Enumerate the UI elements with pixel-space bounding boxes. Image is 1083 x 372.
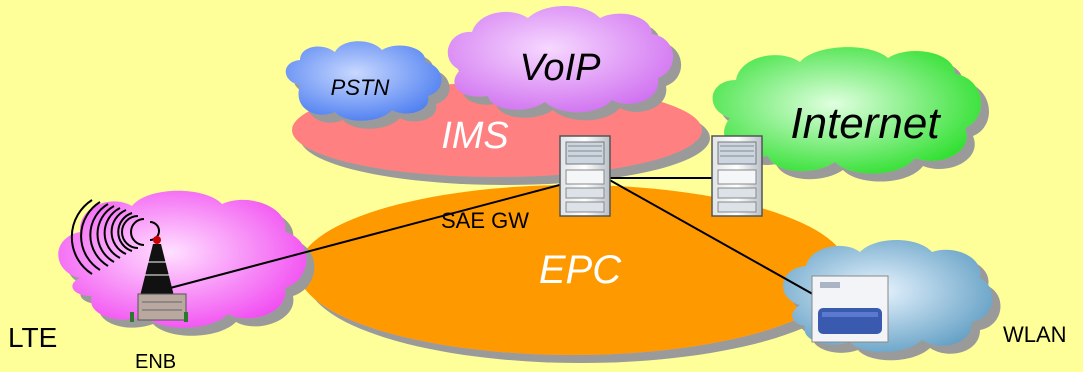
pstn-cloud: PSTN xyxy=(285,41,442,121)
internet-cloud: Internet xyxy=(712,47,982,174)
sae-gw-label: SAE GW xyxy=(441,208,529,233)
pstn-label: PSTN xyxy=(331,75,390,100)
sae-gw-server-icon xyxy=(559,135,611,217)
internet-gateway-server-icon xyxy=(711,135,763,217)
link-sae-gw-wlan-ap xyxy=(605,177,819,298)
internet-label: Internet xyxy=(790,99,941,148)
link-sae-gw-enb xyxy=(154,177,587,293)
epc-domain: EPC xyxy=(298,185,848,355)
voip-cloud: VoIP xyxy=(447,6,674,113)
radio-waves-icon xyxy=(70,199,160,275)
wlan-label: WLAN xyxy=(1003,322,1067,347)
links xyxy=(154,177,819,298)
ims-label: IMS xyxy=(441,115,509,157)
epc-label: EPC xyxy=(539,248,622,292)
lte-label: LTE xyxy=(8,322,57,353)
voip-label: VoIP xyxy=(520,47,602,89)
enb-label: ENB xyxy=(135,351,176,372)
enb-tower-icon xyxy=(70,199,188,322)
wlan-access-point-icon xyxy=(811,275,889,343)
